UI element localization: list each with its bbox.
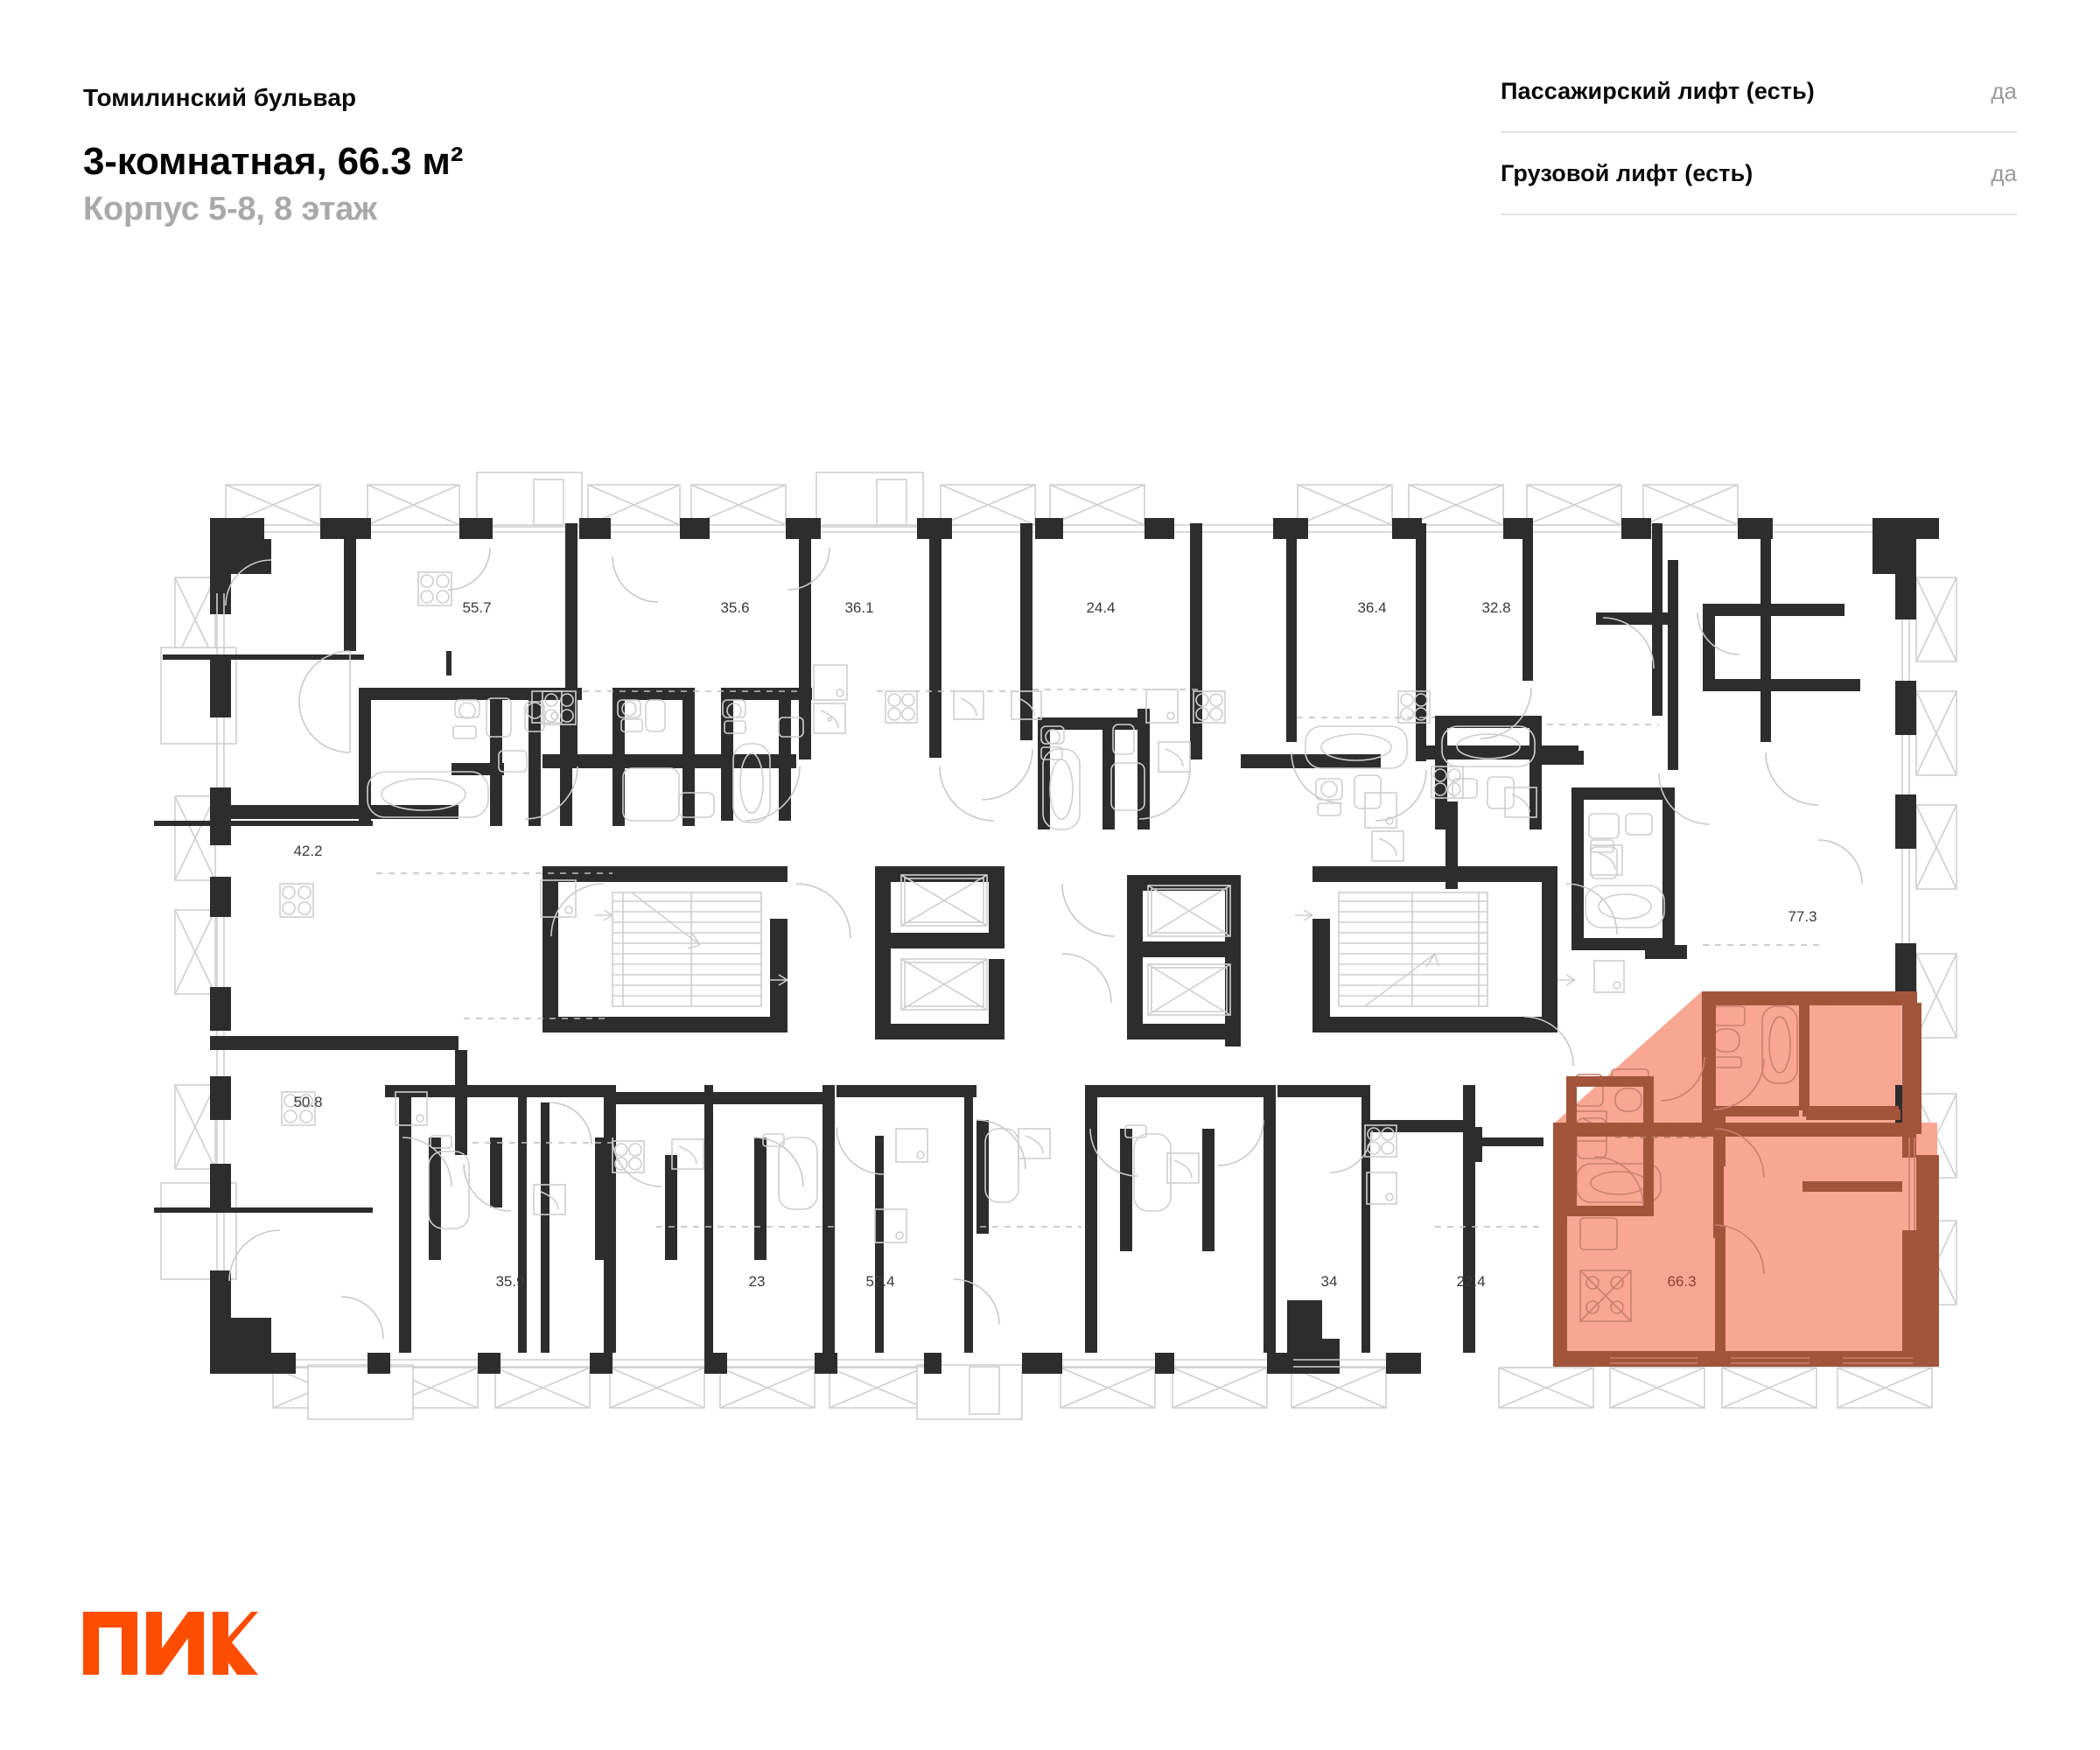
windows	[216, 524, 1910, 1368]
exterior-walls	[210, 518, 1939, 1374]
page-title: 3-комнатная, 66.3 м²	[83, 139, 464, 183]
fixtures-group	[279, 571, 1798, 1322]
area-label: 35.9	[495, 1273, 524, 1290]
area-label: 22.4	[1456, 1273, 1485, 1290]
area-label: 34	[1321, 1273, 1338, 1290]
area-labels: 55.7 35.6 36.1 24.4 36.4 32.8 42.2 77.3 …	[293, 599, 1816, 1290]
highlighted-apartment[interactable]	[1553, 991, 1939, 1365]
highlighted-windows	[1610, 1138, 1915, 1364]
project-name: Томилинский бульвар	[83, 84, 357, 111]
header-block: Томилинский бульвар 3-комнатная, 66.3 м²…	[83, 83, 871, 228]
spec-label: Пассажирский лифт (есть)	[1501, 77, 1815, 104]
plan-subtitle: Корпус 5-8, 8 этаж	[83, 190, 377, 228]
area-label: 36.1	[844, 599, 873, 616]
area-label-highlighted: 66.3	[1667, 1273, 1696, 1290]
pik-logo[interactable]	[83, 1608, 258, 1678]
spec-row-freight-elevator: Грузовой лифт (есть) да	[1501, 133, 2017, 215]
area-label: 50.8	[293, 1094, 322, 1110]
spec-value: да	[1991, 77, 2017, 104]
door-swings	[225, 547, 1863, 1340]
core-group	[542, 866, 1576, 1046]
spec-row-passenger-elevator: Пассажирский лифт (есть) да	[1501, 51, 2017, 133]
area-label: 35.6	[720, 599, 749, 616]
balcony-group	[160, 472, 1957, 1420]
area-label: 32.8	[1481, 599, 1510, 616]
highlighted-doors	[1593, 1056, 1765, 1275]
spec-panel: Пассажирский лифт (есть) да Грузовой лиф…	[1501, 51, 2017, 215]
area-label: 77.3	[1788, 908, 1816, 925]
area-label: 24.4	[1086, 599, 1115, 616]
pik-logo-icon	[83, 1612, 258, 1675]
highlighted-walls	[1553, 991, 1939, 1367]
area-label: 23	[749, 1273, 766, 1290]
interior-walls-upper	[154, 523, 1860, 959]
area-label: 42.2	[293, 843, 322, 859]
area-label: 52.4	[865, 1273, 894, 1290]
spec-label: Грузовой лифт (есть)	[1501, 159, 1754, 186]
area-label: 36.4	[1357, 599, 1386, 616]
opening-lines	[376, 689, 1820, 1228]
spec-value: да	[1991, 159, 2017, 186]
interior-walls-lower	[154, 1036, 1544, 1353]
area-label: 55.7	[462, 599, 491, 616]
